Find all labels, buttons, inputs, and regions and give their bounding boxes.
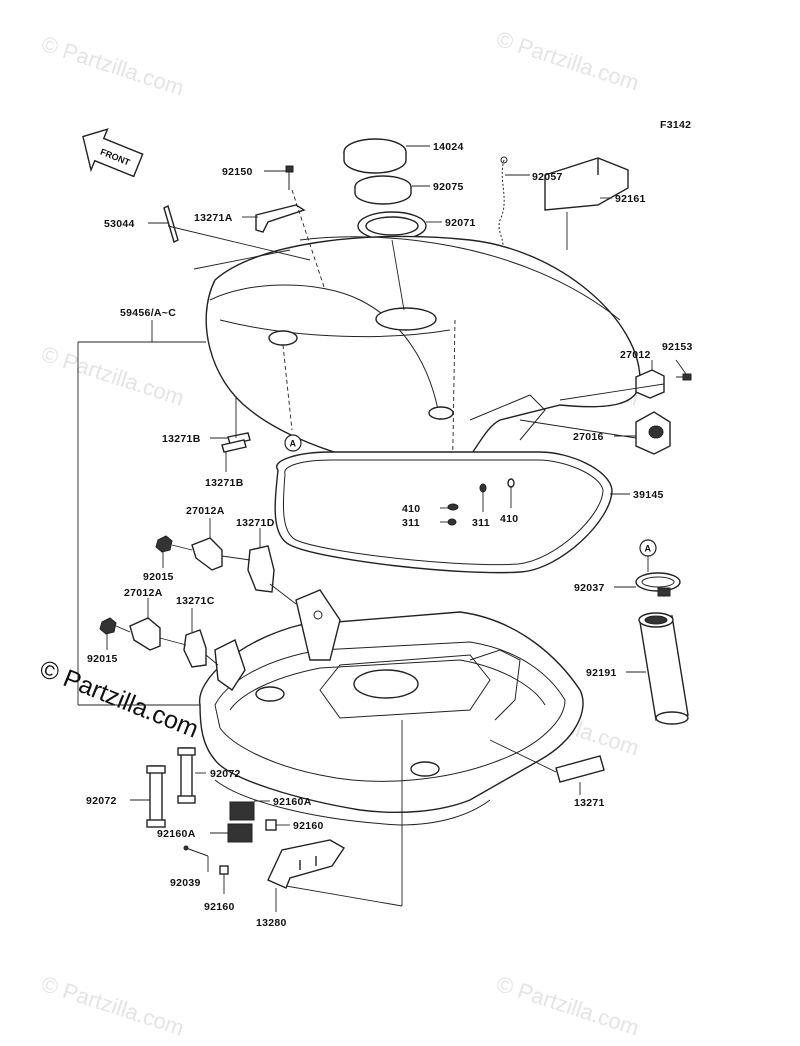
part-92072-strap-left[interactable]	[146, 765, 166, 828]
part-hull-tray[interactable]	[199, 589, 584, 826]
label-92160A-upper[interactable]: 92160A	[273, 796, 312, 808]
part-410-washer-left[interactable]	[447, 503, 459, 511]
ref-circle-a-1: A	[284, 434, 302, 452]
label-410-left[interactable]: 410	[402, 503, 420, 515]
front-arrow-icon: FRONT	[82, 128, 144, 178]
part-92160A-decal-lower[interactable]	[227, 823, 253, 843]
label-92191[interactable]: 92191	[586, 667, 617, 679]
label-92160A-lower[interactable]: 92160A	[157, 828, 196, 840]
label-13280[interactable]: 13280	[256, 917, 287, 929]
ref-circle-a-3: A	[639, 539, 657, 557]
label-27016[interactable]: 27016	[573, 431, 604, 443]
label-311-left[interactable]: 311	[402, 517, 420, 529]
watermark-main: © Partzilla.com	[36, 655, 203, 744]
part-13271A-bracket[interactable]	[255, 204, 306, 233]
label-13271B-lower[interactable]: 13271B	[205, 477, 244, 489]
label-27012[interactable]: 27012	[620, 349, 651, 361]
watermark-top-right: © Partzilla.com	[493, 26, 642, 96]
leader-lines	[77, 145, 687, 912]
part-92191-hose[interactable]	[638, 612, 689, 725]
watermark-top-left: © Partzilla.com	[38, 31, 187, 101]
part-410-washer-right[interactable]	[507, 478, 515, 488]
part-13280-bracket[interactable]	[267, 839, 345, 889]
watermark-bottom-right: © Partzilla.com	[493, 971, 642, 1041]
label-13271C[interactable]: 13271C	[176, 595, 215, 607]
part-92057-cord[interactable]	[498, 156, 508, 251]
label-13271D[interactable]: 13271D	[236, 517, 275, 529]
part-92015-nut-lower[interactable]	[99, 617, 117, 635]
label-14024[interactable]: 14024	[433, 141, 464, 153]
label-410-right[interactable]: 410	[500, 513, 518, 525]
label-13271[interactable]: 13271	[574, 797, 605, 809]
part-92075-pad[interactable]	[354, 175, 412, 205]
label-92015-lower[interactable]: 92015	[87, 653, 118, 665]
part-39145-seal[interactable]	[274, 451, 613, 574]
label-92037[interactable]: 92037	[574, 582, 605, 594]
part-311-nut-right[interactable]	[479, 483, 487, 493]
label-92161[interactable]: 92161	[615, 193, 646, 205]
part-92037-clamp[interactable]	[635, 572, 681, 597]
watermark-bottom-left: © Partzilla.com	[38, 971, 187, 1041]
part-labels: 14024 92150 92057 92075 92161 53044 1327…	[86, 141, 693, 929]
part-92150-screw[interactable]	[285, 165, 294, 190]
part-13271-plate[interactable]	[555, 755, 605, 783]
label-92015-upper[interactable]: 92015	[143, 571, 174, 583]
label-39145[interactable]: 39145	[633, 489, 664, 501]
part-59456-top-cover[interactable]	[205, 235, 641, 472]
part-27016-latch[interactable]	[635, 411, 671, 455]
part-13271B-lower[interactable]	[221, 439, 247, 453]
label-27012A-lower[interactable]: 27012A	[124, 587, 163, 599]
part-92015-nut-upper[interactable]	[155, 535, 173, 553]
part-53044-pin[interactable]	[163, 204, 179, 244]
label-92072-right[interactable]: 92072	[210, 768, 241, 780]
label-92153[interactable]: 92153	[662, 341, 693, 353]
label-13271A[interactable]: 13271A	[194, 212, 233, 224]
label-92072-left[interactable]: 92072	[86, 795, 117, 807]
watermark-mid-left: © Partzilla.com	[38, 341, 187, 411]
label-92160-lower[interactable]: 92160	[204, 901, 235, 913]
part-92160-decal-upper[interactable]	[265, 819, 277, 831]
part-13271B-upper[interactable]	[227, 432, 251, 445]
part-14024-cap[interactable]	[343, 138, 407, 174]
part-92161-pad[interactable]	[544, 157, 629, 211]
label-92150[interactable]: 92150	[222, 166, 253, 178]
label-53044[interactable]: 53044	[104, 218, 135, 230]
part-92071-ring[interactable]	[357, 211, 427, 241]
part-13271C-plate[interactable]	[183, 629, 207, 668]
part-13271D-plate[interactable]	[247, 545, 275, 593]
figure-code: F3142	[660, 119, 691, 131]
part-27012A-bracket-upper[interactable]	[191, 537, 223, 571]
part-92160A-decal-upper[interactable]	[229, 801, 255, 821]
label-92039[interactable]: 92039	[170, 877, 201, 889]
part-311-nut-left[interactable]	[447, 518, 457, 526]
svg-text:A: A	[290, 439, 297, 449]
label-92071[interactable]: 92071	[445, 217, 476, 229]
label-59456[interactable]: 59456/A~C	[120, 307, 176, 319]
svg-text:A: A	[645, 544, 652, 554]
part-92160-decal-lower[interactable]	[219, 865, 229, 875]
part-92039-pin[interactable]	[183, 845, 209, 857]
label-92075[interactable]: 92075	[433, 181, 464, 193]
label-311-right[interactable]: 311	[472, 517, 490, 529]
label-13271B-upper[interactable]: 13271B	[162, 433, 201, 445]
label-92057[interactable]: 92057	[532, 171, 563, 183]
label-92160-upper[interactable]: 92160	[293, 820, 324, 832]
part-27012A-bracket-lower[interactable]	[129, 617, 161, 651]
label-27012A-upper[interactable]: 27012A	[186, 505, 225, 517]
part-92072-strap-right[interactable]	[177, 747, 196, 804]
part-92153-screw[interactable]	[676, 373, 692, 381]
